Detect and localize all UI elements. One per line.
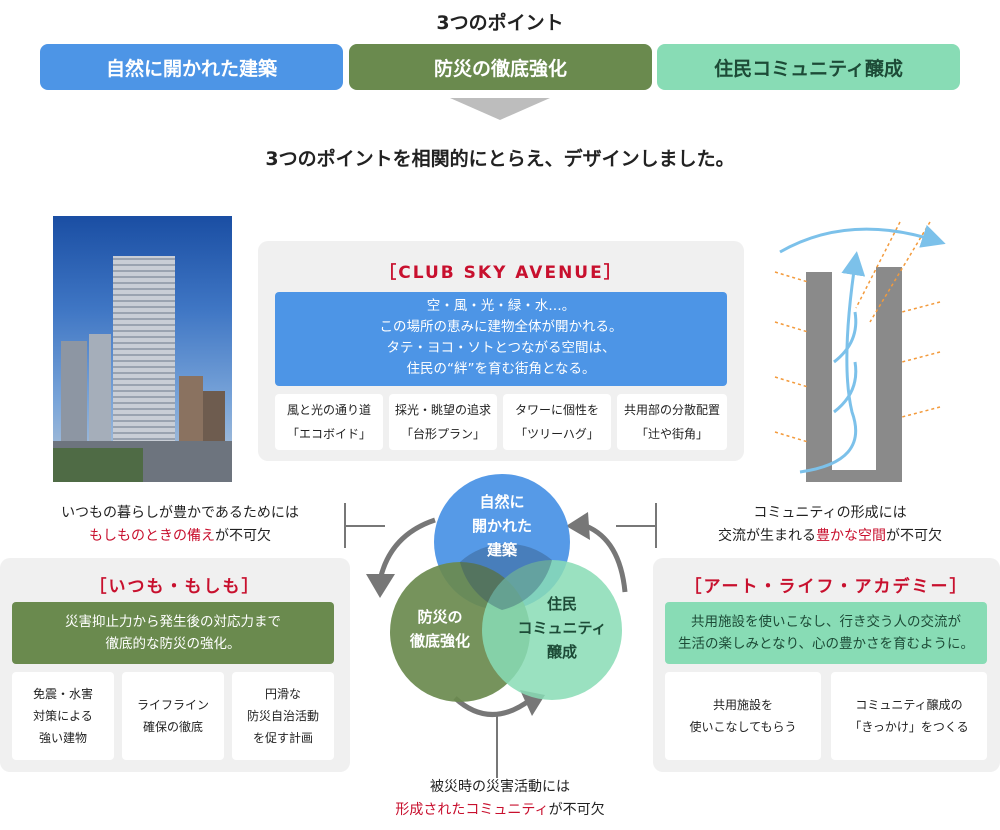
venn-label-community: 住民 コミュニティ 醸成 (500, 592, 624, 664)
down-arrow-icon (450, 98, 550, 120)
description-line: 徹底的な防災の強化。 (105, 636, 241, 652)
note-suffix: が不可欠 (215, 528, 271, 544)
venn-label-nature: 自然に 開かれた 建築 (440, 490, 564, 562)
measure-line: 確保の徹底 (142, 720, 203, 734)
activity-line: 「きっかけ」をつくる (849, 720, 969, 734)
note-highlight: 豊かな空間 (816, 528, 886, 544)
venn-line: 開かれた (471, 517, 532, 535)
measure-lifeline: ライフライン 確保の徹底 (122, 672, 224, 760)
feature-corners: 共用部の分散配置 「辻や街角」 (617, 394, 727, 450)
measure-autonomy: 円滑な 防災自治活動 を促す計画 (232, 672, 334, 760)
feature-line: 「エコボイド」 (286, 427, 371, 441)
diagram-title: 3つのポイント (436, 12, 564, 34)
venn-line: 建築 (486, 541, 517, 559)
venn-circle-community (482, 560, 622, 700)
note-line: 形成されたコミュニティが不可欠 (350, 799, 650, 822)
feature-eco-void: 風と光の通り道 「エコボイド」 (275, 394, 383, 450)
note-line: もしものときの備えが不可欠 (30, 525, 330, 548)
measure-line: を促す計画 (252, 731, 313, 745)
venn-line: 徹底強化 (409, 632, 470, 650)
description-line: この場所の恵みに建物全体が開かれる。 (379, 319, 623, 335)
feature-trapezoid-plan: 採光・眺望の追求 「台形プラン」 (389, 394, 497, 450)
feature-line: 共用部の分散配置 (623, 403, 720, 417)
venn-label-disaster: 防災の 徹底強化 (380, 605, 500, 653)
measure-line: 防災自治活動 (246, 709, 319, 723)
note-line: 被災時の災害活動には (430, 779, 570, 795)
measure-line: 免震・水害 (32, 687, 93, 701)
feature-tree-hug: タワーに個性を 「ツリーハグ」 (503, 394, 611, 450)
headline: 3つのポイントを相関的にとらえ、デザインしました。 (265, 148, 735, 170)
point-tab-nature: 自然に開かれた建築 (40, 44, 343, 90)
measure-line: 強い建物 (38, 731, 87, 745)
measure-line: 対策による (33, 709, 93, 723)
note-line: 交流が生まれる豊かな空間が不可欠 (670, 525, 990, 548)
note-line: いつもの暮らしが豊かであるためには (61, 505, 299, 521)
activity-line: 共用施設を (712, 698, 773, 712)
airflow-diagram (774, 221, 946, 482)
note-prefix: 交流が生まれる (718, 528, 816, 544)
measure-seismic: 免震・水害 対策による 強い建物 (12, 672, 114, 760)
club-sky-avenue-description: 空・風・光・緑・水…。 この場所の恵みに建物全体が開かれる。 タテ・ヨコ・ソトと… (275, 292, 727, 386)
activity-facilities: 共用施設を 使いこなしてもらう (665, 672, 821, 760)
measure-line: 円滑な (264, 687, 301, 701)
itsumo-moshimo-description: 災害抑止力から発生後の対応力まで 徹底的な防災の強化。 (12, 602, 334, 664)
activity-line: コミュニティ醸成の (855, 698, 963, 712)
itsumo-moshimo-title: ［いつも・もしも］ (89, 577, 261, 597)
venn-line: 住民 (546, 595, 577, 613)
venn-line: 醸成 (546, 643, 577, 661)
note-highlight: 形成されたコミュニティ (395, 802, 549, 818)
feature-line: 採光・眺望の追求 (394, 403, 491, 417)
venn-line: 防災の (417, 608, 463, 626)
note-suffix: が不可欠 (548, 802, 605, 818)
venn-line: コミュニティ (517, 619, 607, 637)
tower-illustration (53, 256, 232, 482)
art-life-academy-description: 共用施設を使いこなし、行き交う人の交流が 生活の楽しみとなり、心の豊かさを育むよ… (665, 602, 987, 664)
note-highlight: もしものときの備え (89, 528, 215, 544)
point-tab-disaster: 防災の徹底強化 (349, 44, 652, 90)
feature-line: 「辻や街角」 (635, 427, 708, 441)
activity-line: 使いこなしてもらう (689, 720, 797, 734)
left-note: いつもの暮らしが豊かであるためには もしものときの備えが不可欠 (30, 502, 330, 548)
tower-photo (53, 216, 232, 482)
feature-line: 「ツリーハグ」 (515, 427, 599, 441)
activity-trigger: コミュニティ醸成の 「きっかけ」をつくる (831, 672, 987, 760)
feature-line: 風と光の通り道 (286, 403, 371, 417)
description-line: 災害抑止力から発生後の対応力まで (65, 614, 281, 630)
club-sky-avenue-title: ［CLUB SKY AVENUE］ (379, 263, 623, 283)
venn-diagram (390, 474, 622, 702)
bottom-note: 被災時の災害活動には 形成されたコミュニティが不可欠 (350, 776, 650, 822)
description-line: 共用施設を使いこなし、行き交う人の交流が (691, 614, 961, 630)
feature-line: タワーに個性を (514, 403, 599, 417)
venn-line: 自然に (479, 493, 525, 511)
measure-line: ライフライン (136, 698, 209, 712)
description-line: 生活の楽しみとなり、心の豊かさを育むように。 (677, 636, 975, 652)
point-tab-community: 住民コミュニティ醸成 (657, 44, 960, 90)
description-line: 空・風・光・緑・水…。 (426, 298, 576, 314)
right-note: コミュニティの形成には 交流が生まれる豊かな空間が不可欠 (670, 502, 990, 548)
description-line: タテ・ヨコ・ソトとつながる空間は、 (386, 340, 616, 356)
feature-line: 「台形プラン」 (400, 427, 485, 441)
art-life-academy-title: ［アート・ライフ・アカデミー］ (684, 577, 969, 597)
note-suffix: が不可欠 (886, 528, 942, 544)
description-line: 住民の“絆”を育む街角となる。 (406, 361, 596, 377)
note-line: コミュニティの形成には (753, 505, 907, 521)
